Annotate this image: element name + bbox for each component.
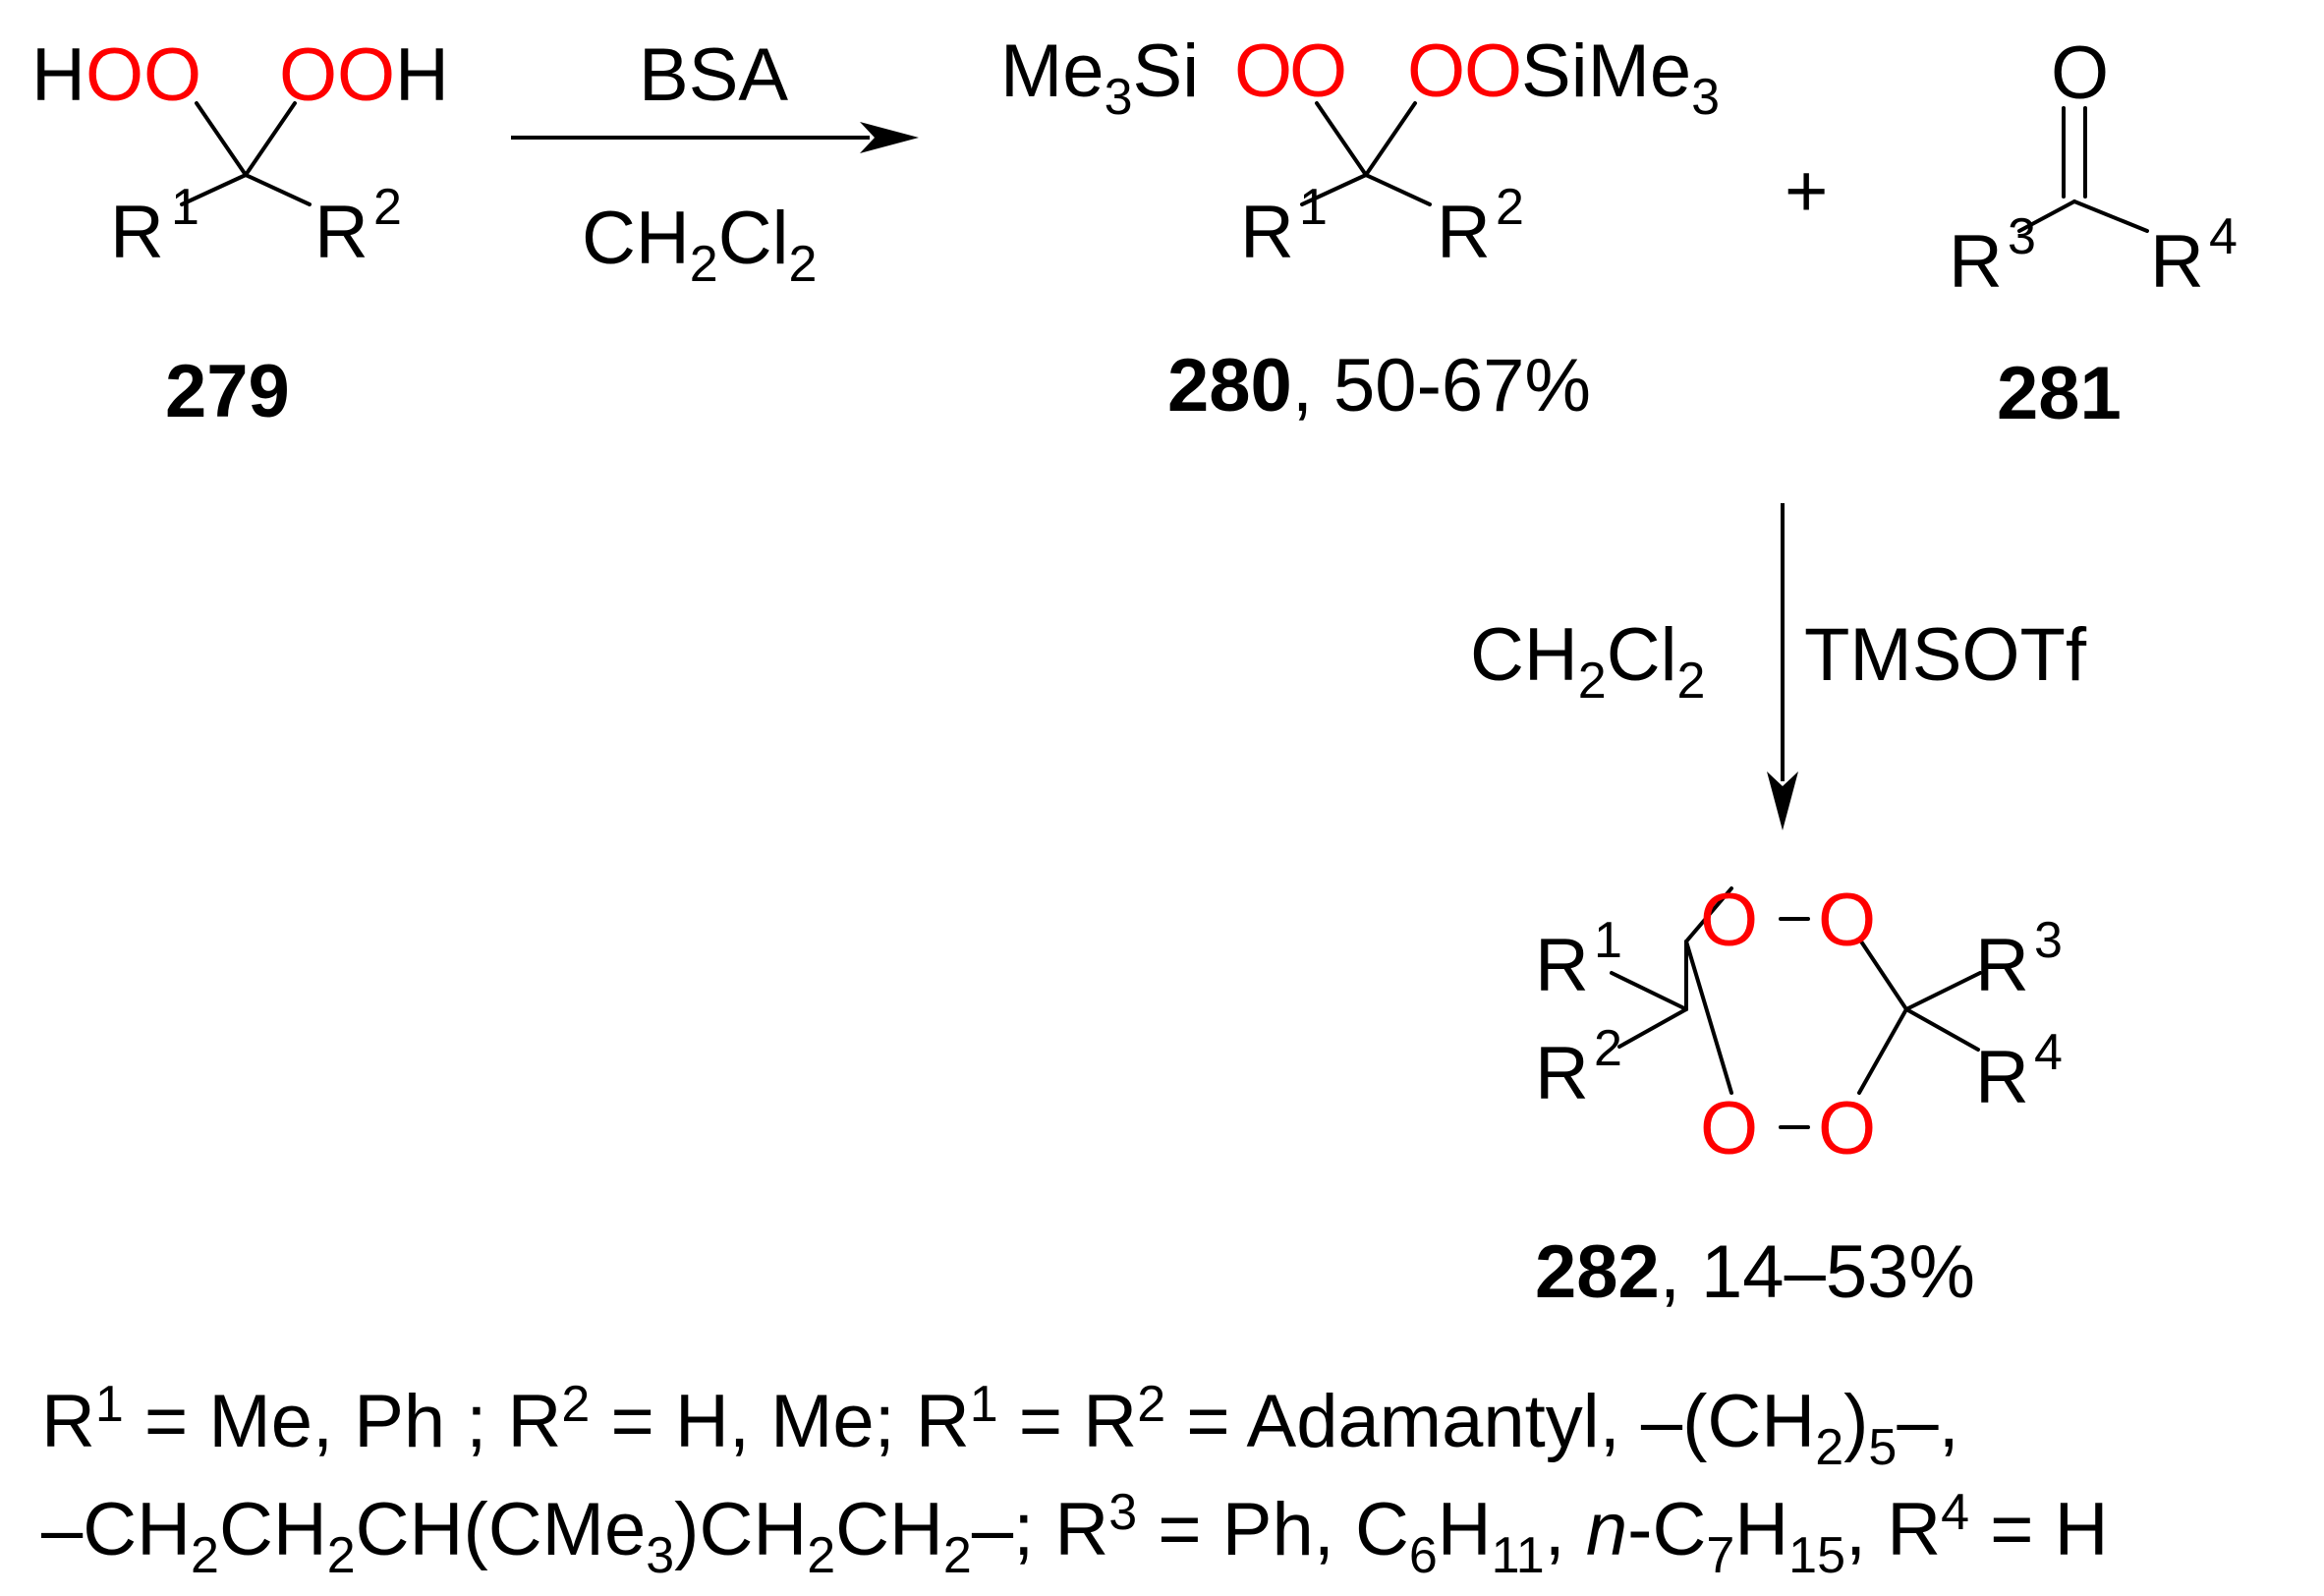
bond xyxy=(244,101,297,177)
oxygen-label: O xyxy=(1289,29,1347,113)
bond xyxy=(1364,101,1417,177)
substituent-index: 1 xyxy=(1299,179,1328,236)
arrow-2: CH2Cl2 TMSOTf xyxy=(1470,503,2087,830)
bond xyxy=(1904,1007,1980,1052)
substituent-label: R xyxy=(1975,924,2029,1007)
bond xyxy=(1315,101,1368,177)
arrowhead-icon xyxy=(1767,771,1798,830)
arrowhead-icon xyxy=(860,122,919,153)
substituent-label: R xyxy=(1535,924,1589,1007)
substituent-label: R xyxy=(314,191,368,274)
bond xyxy=(1684,940,1733,1095)
oxygen-label: O xyxy=(337,33,395,117)
bond xyxy=(1859,940,1908,1011)
bond xyxy=(1904,971,1982,1011)
substituent-index: 4 xyxy=(2209,208,2238,265)
oxygen-label: O xyxy=(143,33,201,117)
substituent-label: R xyxy=(2150,220,2204,304)
oxygen-label: O xyxy=(85,33,143,117)
substituent-label: R xyxy=(1535,1032,1589,1115)
atom-label: H xyxy=(395,33,449,117)
atom-label: Me3Si xyxy=(1000,29,1199,126)
bond xyxy=(1684,886,1733,943)
bond xyxy=(1857,1007,1908,1095)
arrow-1: BSA CH2Cl2 xyxy=(511,33,919,293)
substituent-label: R xyxy=(110,191,164,274)
bond xyxy=(2072,200,2149,233)
compound-label: 280, 50-67% xyxy=(1167,344,1591,428)
plus-sign: + xyxy=(1785,149,1828,233)
substituent-label: R xyxy=(1240,191,1294,274)
substituent-index: 3 xyxy=(2008,208,2036,265)
substituent-index: 2 xyxy=(1594,1020,1622,1077)
bond xyxy=(244,173,312,206)
substituent-index: 3 xyxy=(2034,912,2063,969)
substituent-label: R xyxy=(1949,220,2003,304)
footnote-line-2: –CH2CH2CH(CMe3)CH2CH2–; R3 = Ph, C6H11, … xyxy=(41,1484,2109,1584)
solvent-label: CH2Cl2 xyxy=(1470,613,1705,710)
bond xyxy=(180,173,248,206)
compound-label: 282, 14–53% xyxy=(1535,1230,1975,1314)
bond xyxy=(1617,1007,1688,1049)
substituent-index: 2 xyxy=(1496,179,1524,236)
compound-282: O O O O R 1 R 2 R 3 R 4 282, 14–53% xyxy=(1535,879,2063,1314)
substituent-index: 2 xyxy=(373,179,402,236)
footnote: R1 = Me, Ph ; R2 = H, Me; R1 = R2 = Adam… xyxy=(41,1376,2109,1584)
footnote-line-1: R1 = Me, Ph ; R2 = H, Me; R1 = R2 = Adam… xyxy=(41,1376,1959,1476)
atom-label: SiMe3 xyxy=(1521,29,1720,126)
oxygen-label: O xyxy=(1234,29,1292,113)
substituent-label: R xyxy=(1975,1036,2029,1119)
solvent-label: CH2Cl2 xyxy=(582,197,817,293)
oxygen-label: O xyxy=(1464,29,1522,113)
atom-label: H xyxy=(31,33,85,117)
bond xyxy=(1610,971,1688,1011)
oxygen-label: O xyxy=(1818,1087,1876,1170)
bond xyxy=(195,101,248,177)
compound-number: 281 xyxy=(1997,352,2122,435)
oxygen-label: O xyxy=(279,33,337,117)
bond xyxy=(1300,173,1368,206)
oxygen-label: O xyxy=(1407,29,1465,113)
compound-279: H O O O O H R 1 R 2 279 xyxy=(31,33,449,433)
reagent-label: TMSOTf xyxy=(1804,613,2087,697)
substituent-index: 1 xyxy=(171,179,199,236)
compound-280: Me3Si O O O O SiMe3 R 1 R 2 280, 50-67% xyxy=(1000,29,1720,428)
compound-281: O R 3 R 4 281 xyxy=(1949,31,2238,435)
substituent-index: 1 xyxy=(1594,912,1622,969)
atom-label: O xyxy=(2051,31,2109,115)
substituent-index: 4 xyxy=(2034,1024,2063,1081)
bond xyxy=(2017,200,2076,233)
oxygen-label: O xyxy=(1700,879,1758,962)
bond xyxy=(1364,173,1432,206)
reagent-label: BSA xyxy=(639,33,788,117)
compound-number: 279 xyxy=(165,350,290,433)
oxygen-label: O xyxy=(1700,1087,1758,1170)
oxygen-label: O xyxy=(1818,879,1876,962)
substituent-label: R xyxy=(1437,191,1491,274)
